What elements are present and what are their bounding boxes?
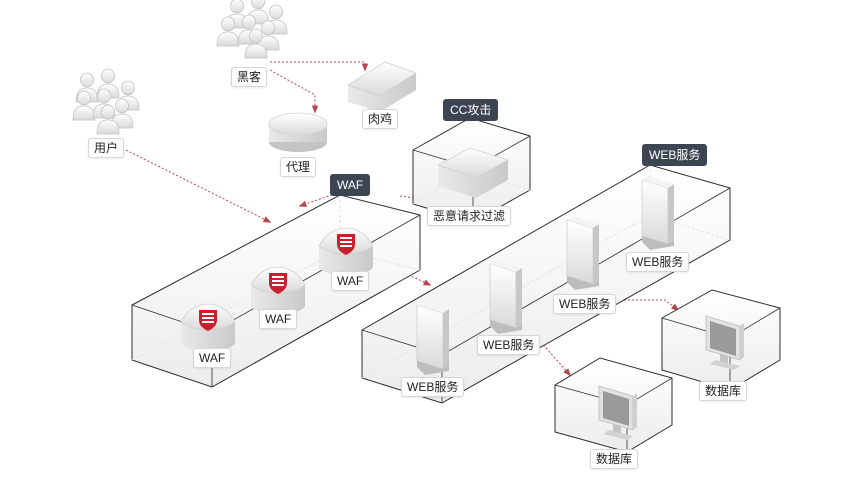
database-label-1: 数据库 xyxy=(590,449,639,469)
web-service-label-3: WEB服务 xyxy=(553,294,617,314)
filter-device-icon xyxy=(436,147,510,198)
waf-label-2: WAF xyxy=(259,309,298,329)
web-service-label-4: WEB服务 xyxy=(626,252,690,272)
waf-shield-icon-2 xyxy=(250,266,306,315)
hacker-label: 黑客 xyxy=(231,67,268,87)
web-server-icon-1 xyxy=(416,300,450,376)
user-group-icon xyxy=(72,68,140,135)
proxy-icon xyxy=(268,112,328,152)
zombie-label: 肉鸡 xyxy=(362,109,399,129)
malicious-filter-label: 恶意请求过滤 xyxy=(427,206,512,226)
database-label-2: 数据库 xyxy=(699,381,748,401)
waf-header: WAF xyxy=(330,174,371,196)
waf-shield-icon-1 xyxy=(180,303,236,352)
waf-label-1: WAF xyxy=(193,348,232,368)
hacker-group-icon xyxy=(216,0,288,59)
waf-label-3: WAF xyxy=(331,271,370,291)
user-label: 用户 xyxy=(88,138,125,158)
web-service-label-1: WEB服务 xyxy=(401,377,465,397)
cc-attack-header: CC攻击 xyxy=(443,99,499,121)
web-server-icon-2 xyxy=(489,259,523,335)
web-server-icon-4 xyxy=(641,175,675,251)
web-server-icon-3 xyxy=(566,215,600,291)
waf-shield-icon-3 xyxy=(318,227,374,276)
web-service-label-2: WEB服务 xyxy=(477,335,541,355)
proxy-label: 代理 xyxy=(280,157,317,177)
zombie-router-icon xyxy=(347,61,417,112)
web-service-header: WEB服务 xyxy=(642,144,708,166)
